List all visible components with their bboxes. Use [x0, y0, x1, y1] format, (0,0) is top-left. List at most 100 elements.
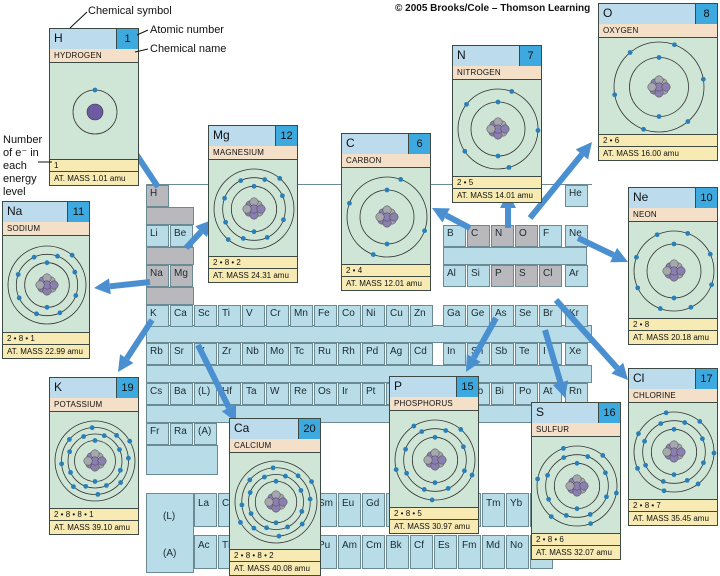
electron: [44, 260, 50, 266]
nucleus: [486, 117, 510, 140]
electron: [270, 465, 276, 471]
electron: [509, 89, 515, 94]
table-cell-cd: Cd: [410, 343, 433, 365]
arrow-oxygen-head: [575, 142, 592, 160]
electron: [295, 473, 301, 479]
electron-shell: [241, 467, 311, 537]
electron: [225, 237, 231, 242]
electron: [239, 502, 245, 508]
table-cell-ar: Ar: [565, 265, 588, 287]
bohr-model: [346, 176, 428, 258]
neutron: [35, 280, 45, 290]
card-symbol: Mg: [213, 128, 230, 142]
table-cell-na: Na: [146, 265, 169, 287]
electron: [283, 473, 288, 479]
table-cell-li: Li: [146, 225, 169, 247]
card-element-name: MAGNESIUM: [209, 146, 297, 160]
table-cell-ti: Ti: [218, 305, 241, 327]
arrow-sodium-head: [94, 278, 111, 295]
proton: [661, 82, 671, 92]
table-cell-br: Br: [539, 305, 562, 327]
table-filler: [443, 247, 587, 265]
card-atomic-number: 16: [598, 403, 620, 423]
electron: [251, 525, 257, 531]
table-cell-n: N: [491, 225, 514, 247]
electron-shell: [346, 176, 428, 258]
electron: [458, 427, 464, 432]
table-cell-mg: Mg: [170, 265, 193, 287]
bohr-model: [234, 460, 318, 544]
electron: [461, 444, 466, 450]
electron: [432, 434, 438, 440]
table-cell-ga: Ga: [443, 305, 466, 327]
electron: [404, 470, 409, 476]
card-atom-diagram: [453, 79, 541, 179]
table-cell-sc: Sc: [194, 305, 217, 327]
electron: [398, 177, 404, 182]
card-atomic-number: 15: [456, 377, 478, 397]
electron: [419, 429, 425, 434]
table-cell-os: Os: [314, 383, 337, 405]
card-element-name: PHOSPHORUS: [390, 397, 478, 411]
card-atom-diagram: [50, 62, 138, 162]
electron: [635, 465, 640, 471]
electron: [298, 488, 304, 493]
electron: [535, 476, 541, 482]
electron: [422, 228, 427, 234]
card-atom-diagram: [50, 411, 138, 511]
proton: [256, 204, 266, 214]
bohr-model: [393, 419, 476, 503]
card-electron-configuration: 2 • 8: [629, 318, 717, 331]
annotation-chemical-symbol: Chemical symbol: [88, 5, 172, 17]
card-atomic-mass: AT. MASS 14.01 amu: [453, 188, 541, 202]
electron: [273, 520, 279, 526]
electron: [495, 153, 501, 159]
table-cell-fm: Fm: [458, 535, 481, 569]
electron: [643, 462, 648, 468]
electron-shell: [536, 445, 618, 527]
table-cell-rb: Rb: [146, 343, 169, 365]
card-atomic-mass: AT. MASS 40.08 amu: [230, 561, 320, 575]
electron: [117, 447, 122, 453]
electron-shell: [67, 433, 123, 489]
card-atomic-number: 17: [695, 369, 717, 389]
neutron: [647, 82, 657, 92]
electron: [281, 217, 286, 223]
table-cell-nb: Nb: [242, 343, 265, 365]
electron: [15, 272, 21, 277]
table-cell-ta: Ta: [242, 383, 265, 405]
table-cell-mn: Mn: [290, 305, 313, 327]
electron: [445, 486, 451, 491]
electron: [31, 254, 37, 260]
table-cell-sb: Sb: [491, 343, 514, 365]
bohr-model: [213, 168, 295, 250]
card-atomic-number: 12: [275, 126, 297, 146]
bohr-model: [54, 420, 136, 502]
electron: [654, 232, 660, 238]
table-cell-no: No: [506, 535, 529, 569]
electron-shell: [248, 474, 304, 530]
electron: [604, 494, 609, 500]
electron: [685, 119, 691, 124]
electron: [277, 176, 283, 181]
neutron: [662, 266, 672, 276]
annotation-line: Number: [3, 134, 43, 146]
electron: [95, 491, 101, 497]
table-cell-es: Es: [434, 535, 457, 569]
annotation-atomic-number: Atomic number: [150, 24, 224, 36]
table-cell-pd: Pd: [362, 343, 385, 365]
nucleus: [662, 259, 686, 282]
table-cell-be: Be: [170, 225, 193, 247]
card-atom-diagram: [629, 221, 717, 321]
card-electron-configuration: 2 • 8 • 7: [629, 499, 717, 512]
card-electron-configuration: 2 • 8 • 8 • 2: [230, 549, 320, 562]
nucleus: [647, 75, 671, 98]
table-cell-cf: Cf: [410, 535, 433, 569]
